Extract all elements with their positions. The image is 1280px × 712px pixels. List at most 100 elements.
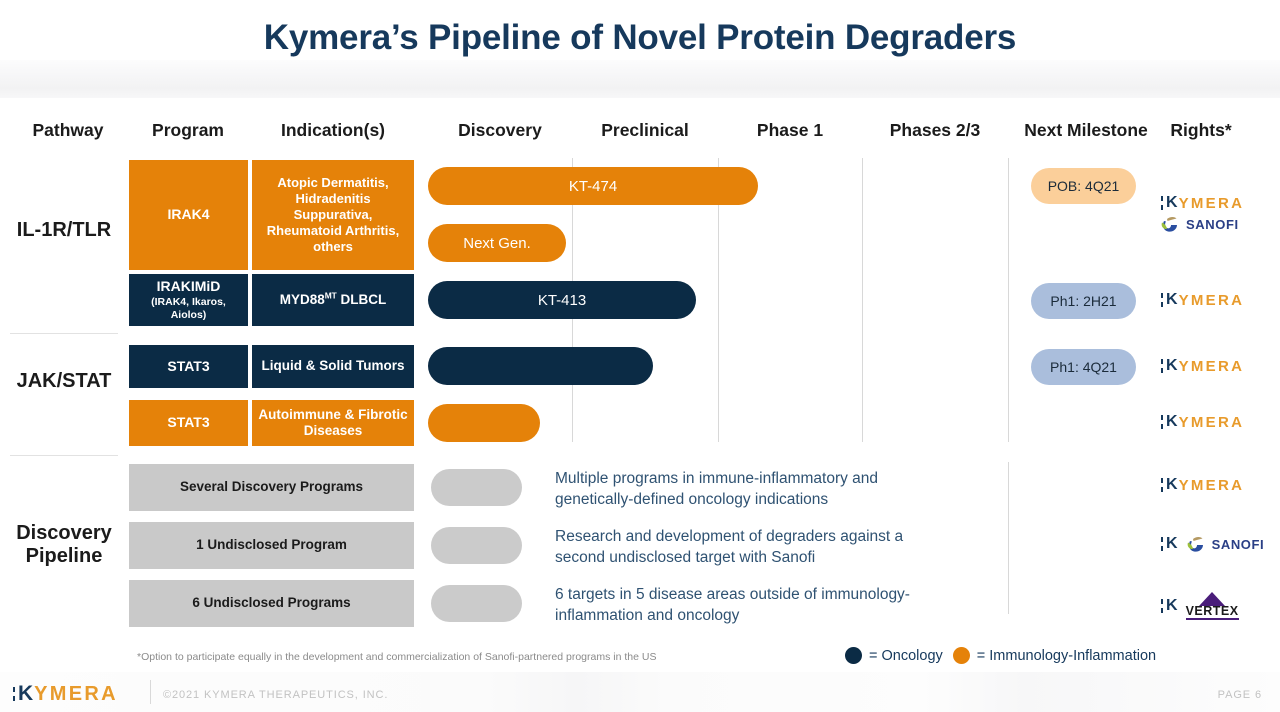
footnote: *Option to participate equally in the de… (137, 651, 657, 663)
kymera-mark-icon (1160, 477, 1165, 493)
sanofi-logo: SANOFI (1160, 214, 1239, 234)
pathway-separator-1 (10, 333, 118, 334)
discovery-phase-pill (431, 527, 522, 564)
gridline-right-edge (1008, 158, 1009, 442)
milestone-badge: Ph1: 4Q21 (1031, 349, 1136, 385)
milestone-label: POB: 4Q21 (1047, 178, 1120, 194)
discovery-phase-pill (431, 469, 522, 506)
indication-box: Liquid & Solid Tumors (252, 345, 414, 388)
legend-label-immunology: = Immunology-Inflammation (976, 647, 1157, 664)
program-box: IRAKIMiD(IRAK4, Ikaros, Aiolos) (129, 274, 248, 326)
phase-bar-label: KT-474 (568, 177, 618, 195)
sanofi-wordmark: SANOFI (1211, 536, 1265, 552)
discovery-program-name: 6 Undisclosed Programs (192, 595, 351, 611)
rights-cell: K VERTEX (1160, 592, 1239, 621)
gridline-discovery-section (1008, 462, 1009, 614)
discovery-description: Research and development of degraders ag… (555, 528, 904, 566)
column-header-indication-s: Indication(s) (280, 120, 386, 140)
vertex-triangle-icon (1199, 592, 1226, 606)
kymera-logo-rest: YMERA (1178, 413, 1245, 431)
kymera-mark-icon (1160, 598, 1165, 614)
column-header-rights: Rights* (1170, 120, 1232, 140)
kymera-logo-k: K (1166, 476, 1179, 493)
phase-bar-kt-413: KT-413 (428, 281, 696, 319)
legend-item-immunology: = Immunology-Inflammation (952, 647, 1157, 664)
phase-bar-next-gen: Next Gen. (428, 224, 566, 262)
kymera-mark-icon (12, 686, 17, 702)
column-header-phases-2-3: Phases 2/3 (889, 120, 981, 140)
discovery-phase-pill (431, 585, 522, 622)
program-box: STAT3 (129, 400, 248, 446)
program-name: STAT3 (167, 414, 210, 431)
title-area: Kymera’s Pipeline of Novel Protein Degra… (0, 0, 1280, 60)
discovery-program-name: 1 Undisclosed Program (196, 537, 347, 553)
footer-copyright: ©2021 KYMERA THERAPEUTICS, INC. (163, 689, 389, 701)
sanofi-mark-icon (1161, 217, 1177, 232)
kymera-logo-k: K (1166, 535, 1179, 552)
phase-bar-label: Next Gen. (463, 234, 531, 252)
kymera-logo-k: K (1166, 357, 1179, 374)
kymera-mark-icon (1160, 414, 1165, 430)
program-box: IRAK4 (129, 160, 248, 270)
program-box: STAT3 (129, 345, 248, 388)
program-name: IRAK4 (167, 206, 210, 223)
program-name: IRAKIMiD (156, 278, 221, 295)
column-header-program: Program (152, 120, 224, 140)
kymera-mark-icon (1160, 358, 1165, 374)
kymera-logo-k: K (1166, 194, 1179, 211)
rights-cell: K SANOFI (1160, 534, 1264, 554)
sanofi-mark-icon (1187, 537, 1203, 552)
indication-box: Autoimmune & Fibrotic Diseases (252, 400, 414, 446)
column-header-next-milestone: Next Milestone (1024, 120, 1148, 140)
pathway-label-il-1r-tlr: IL-1R/TLR (16, 219, 112, 241)
discovery-program-name: Several Discovery Programs (179, 479, 364, 495)
indication-box: MYD88MT DLBCL (252, 274, 414, 326)
kymera-logo-k: K (1166, 413, 1179, 430)
kymera-mark-icon (1160, 195, 1165, 211)
indication-text: Atopic Dermatitis, Hidradenitis Suppurat… (266, 175, 400, 254)
footer-logo-rest: YMERA (34, 682, 118, 705)
discovery-program-box: 1 Undisclosed Program (129, 522, 414, 569)
program-subtitle: (IRAK4, Ikaros, Aiolos) (151, 296, 226, 322)
footer-band (0, 672, 1280, 712)
phase-bar-kt-474: KT-474 (428, 167, 758, 205)
legend-dot-oncology-icon (845, 647, 862, 664)
sanofi-logo: SANOFI (1186, 534, 1265, 554)
vertex-logo: VERTEX (1185, 592, 1239, 621)
legend-dot-immunology-icon (952, 647, 970, 664)
indication-text: Liquid & Solid Tumors (261, 358, 405, 374)
kymera-logo-short: K (1160, 597, 1179, 615)
milestone-badge: Ph1: 2H21 (1031, 283, 1136, 319)
legend-label-oncology: = Oncology (869, 647, 943, 664)
kymera-logo-rest: YMERA (1178, 291, 1245, 309)
header-band (0, 60, 1280, 98)
phase-bar (428, 404, 540, 442)
kymera-logo-rest: YMERA (1178, 357, 1245, 375)
page-title: Kymera’s Pipeline of Novel Protein Degra… (263, 18, 1017, 57)
footer-logo-k: K (18, 682, 35, 705)
pathway-separator-2 (10, 455, 118, 456)
phase-bar-label: KT-413 (537, 291, 587, 309)
kymera-logo-rest: YMERA (1178, 476, 1245, 494)
vertex-wordmark: VERTEX (1185, 604, 1239, 621)
discovery-description: Multiple programs in immune-inflammatory… (555, 470, 879, 508)
footer-kymera-logo: K YMERA (12, 682, 118, 706)
milestone-label: Ph1: 2H21 (1050, 293, 1117, 309)
milestone-label: Ph1: 4Q21 (1050, 359, 1117, 375)
gridline-preclinical-phase1 (718, 158, 719, 442)
kymera-mark-icon (1160, 292, 1165, 308)
indication-box: Atopic Dermatitis, Hidradenitis Suppurat… (252, 160, 414, 270)
column-header-phase-1: Phase 1 (756, 120, 824, 140)
footer-page-number: PAGE 6 (1217, 689, 1262, 701)
indication-text: Autoimmune & Fibrotic Diseases (258, 406, 408, 438)
kymera-logo-k: K (1166, 291, 1179, 308)
kymera-logo-k: K (1166, 597, 1179, 615)
